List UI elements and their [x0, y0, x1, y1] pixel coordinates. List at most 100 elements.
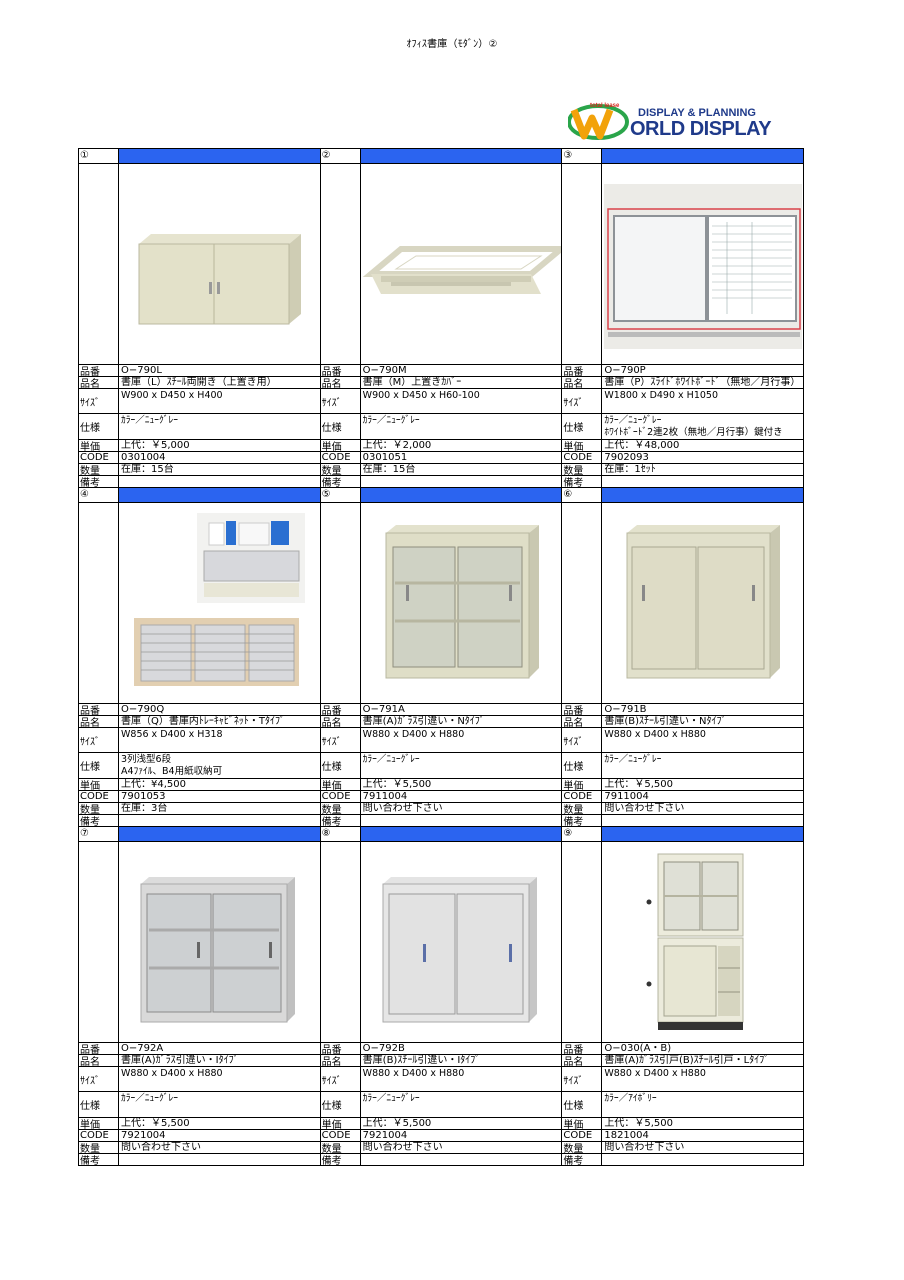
code-no-label: 品番	[321, 1043, 361, 1054]
product-item-9: ⑨ 品番 O−030(A・B) 品名 書庫(A)ｶﾞﾗｽ引戸(B)ｽﾁｰﾙ引戸・…	[562, 827, 805, 1166]
spec-label: 仕様	[321, 753, 361, 778]
note-label: 備考	[562, 476, 603, 487]
spec-label: 仕様	[562, 414, 603, 439]
price-label: 単価	[562, 779, 603, 790]
qty-label: 数量	[79, 803, 119, 814]
qty-value: 在庫：15台	[121, 464, 174, 475]
name-value: 書庫(B)ｽﾁｰﾙ引違い・Nﾀｲﾌﾟ	[604, 716, 727, 727]
code-label: CODE	[79, 452, 119, 463]
logo-mark-icon: total lease DISPLAY & PLANNING ORLD DISP…	[567, 103, 773, 140]
item-header-bar	[119, 827, 320, 841]
code-label: CODE	[562, 452, 603, 463]
name-row: 品名 書庫(B)ｽﾁｰﾙ引違い・Iﾀｲﾌﾟ	[320, 1055, 562, 1067]
price-row: 単価 上代：￥5,000	[79, 440, 320, 452]
code-row: CODE 0301004	[79, 452, 320, 464]
code-no-value: O−790L	[121, 365, 162, 376]
size-label: ｻｲｽﾞ	[79, 728, 119, 752]
size-value: W900 x D450 x H400	[121, 390, 223, 401]
spec-line: ｶﾗｰ／ﾆｭｰｸﾞﾚｰ	[121, 1093, 179, 1104]
qty-value: 在庫：3台	[121, 803, 168, 814]
size-value: W880 x D400 x H880	[121, 1068, 223, 1079]
note-label: 備考	[321, 1154, 361, 1165]
qty-label: 数量	[79, 1142, 119, 1153]
name-value: 書庫(B)ｽﾁｰﾙ引違い・Iﾀｲﾌﾟ	[362, 1055, 481, 1066]
note-label: 備考	[562, 1154, 603, 1165]
spec-row: 仕様 ｶﾗｰ／ﾆｭｰｸﾞﾚｰ	[320, 753, 562, 779]
spec-value: ｶﾗｰ／ﾆｭｰｸﾞﾚｰ	[361, 414, 562, 427]
qty-value: 在庫：1ｾｯﾄ	[604, 464, 656, 475]
spec-line: ｶﾗｰ／ﾆｭｰｸﾞﾚｰ	[604, 415, 662, 426]
item-number: ⑥	[562, 488, 603, 502]
size-row: ｻｲｽﾞ W880 x D400 x H880	[320, 728, 562, 753]
note-row: 備考	[79, 1154, 320, 1166]
size-row: ｻｲｽﾞ W900 x D450 x H60-100	[320, 389, 562, 414]
code-no-value: O−790M	[362, 365, 407, 376]
note-label: 備考	[79, 476, 119, 487]
code-label: CODE	[79, 791, 119, 802]
name-row: 品名 書庫(B)ｽﾁｰﾙ引違い・Nﾀｲﾌﾟ	[562, 716, 804, 728]
spec-row: 仕様 ｶﾗｰ／ﾆｭｰｸﾞﾚｰﾎﾜｲﾄﾎﾞｰﾄﾞ2連2枚（無地／月行事）鍵付き	[562, 414, 804, 440]
svg-text:ORLD DISPLAY: ORLD DISPLAY	[630, 118, 772, 140]
name-label: 品名	[321, 716, 361, 727]
note-row: 備考	[562, 476, 804, 488]
spec-line: ｶﾗｰ／ﾆｭｰｸﾞﾚｰ	[362, 1093, 420, 1104]
code-row: CODE 7921004	[79, 1130, 320, 1142]
product-photo	[119, 164, 320, 364]
item-number: ②	[320, 149, 361, 163]
item-header: ⑥	[562, 488, 804, 503]
note-value	[602, 476, 803, 487]
note-row: 備考	[79, 815, 320, 827]
product-photo-cell	[320, 842, 562, 1043]
world-display-logo: total lease DISPLAY & PLANNING ORLD DISP…	[567, 100, 804, 140]
name-value: 書庫（M）上置きｶﾊﾞｰ	[362, 377, 462, 388]
code-value: 7901053	[121, 791, 166, 802]
code-value: 0301051	[362, 452, 408, 463]
spec-value: ｶﾗｰ／ﾆｭｰｸﾞﾚｰ	[119, 1092, 320, 1105]
product-item-6: ⑥ 品番 O−791B 品名 書庫(B)ｽﾁｰﾙ引違い・Nﾀｲﾌﾟ ｻｲｽﾞ W…	[562, 488, 805, 827]
spec-label: 仕様	[321, 1092, 361, 1117]
name-value: 書庫(A)ｶﾞﾗｽ引違い・Nﾀｲﾌﾟ	[362, 716, 485, 727]
code-no-row: 品番 O−790P	[562, 365, 804, 377]
size-label: ｻｲｽﾞ	[321, 1067, 361, 1091]
name-label: 品名	[562, 1055, 603, 1066]
item-header-bar	[602, 827, 804, 841]
qty-row: 数量 在庫：3台	[79, 803, 320, 815]
item-number: ①	[79, 149, 119, 163]
code-no-value: O−791B	[604, 704, 647, 715]
price-row: 単価 上代：￥5,500	[320, 1118, 562, 1130]
product-photo	[602, 164, 803, 364]
qty-label: 数量	[562, 1142, 603, 1153]
product-photo-cell	[562, 503, 804, 704]
price-value: 上代：￥5,500	[121, 1118, 190, 1129]
price-value: 上代：¥4,500	[121, 779, 186, 790]
product-photo	[361, 842, 562, 1042]
product-photo-cell	[562, 842, 804, 1043]
name-label: 品名	[562, 377, 603, 388]
price-label: 単価	[562, 1118, 603, 1129]
code-label: CODE	[79, 1130, 119, 1141]
name-row: 品名 書庫(A)ｶﾞﾗｽ引戸(B)ｽﾁｰﾙ引戸・Lﾀｲﾌﾟ	[562, 1055, 804, 1067]
spec-line: ｶﾗｰ／ﾆｭｰｸﾞﾚｰ	[362, 415, 420, 426]
code-no-label: 品番	[562, 704, 603, 715]
note-label: 備考	[79, 1154, 119, 1165]
item-header: ⑧	[320, 827, 562, 842]
code-no-label: 品番	[79, 704, 119, 715]
spec-line: ｶﾗｰ／ｱｲﾎﾞﾘｰ	[604, 1093, 657, 1104]
code-label: CODE	[562, 1130, 603, 1141]
spec-label: 仕様	[321, 414, 361, 439]
size-label: ｻｲｽﾞ	[321, 389, 361, 413]
item-header-bar	[119, 149, 320, 163]
name-label: 品名	[321, 1055, 361, 1066]
spec-value: ｶﾗｰ／ﾆｭｰｸﾞﾚｰ	[119, 414, 320, 427]
item-header-bar	[602, 488, 804, 502]
qty-label: 数量	[321, 1142, 361, 1153]
size-row: ｻｲｽﾞ W900 x D450 x H400	[79, 389, 320, 414]
qty-label: 数量	[562, 803, 603, 814]
size-label: ｻｲｽﾞ	[321, 728, 361, 752]
item-header-bar	[360, 827, 562, 841]
spec-value: ｶﾗｰ／ﾆｭｰｸﾞﾚｰ	[361, 1092, 562, 1105]
size-value: W856 x D400 x H318	[121, 729, 223, 740]
spec-row: 仕様 ｶﾗｰ／ｱｲﾎﾞﾘｰ	[562, 1092, 804, 1118]
qty-value: 在庫：15台	[362, 464, 416, 475]
size-value: W900 x D450 x H60-100	[362, 390, 480, 401]
